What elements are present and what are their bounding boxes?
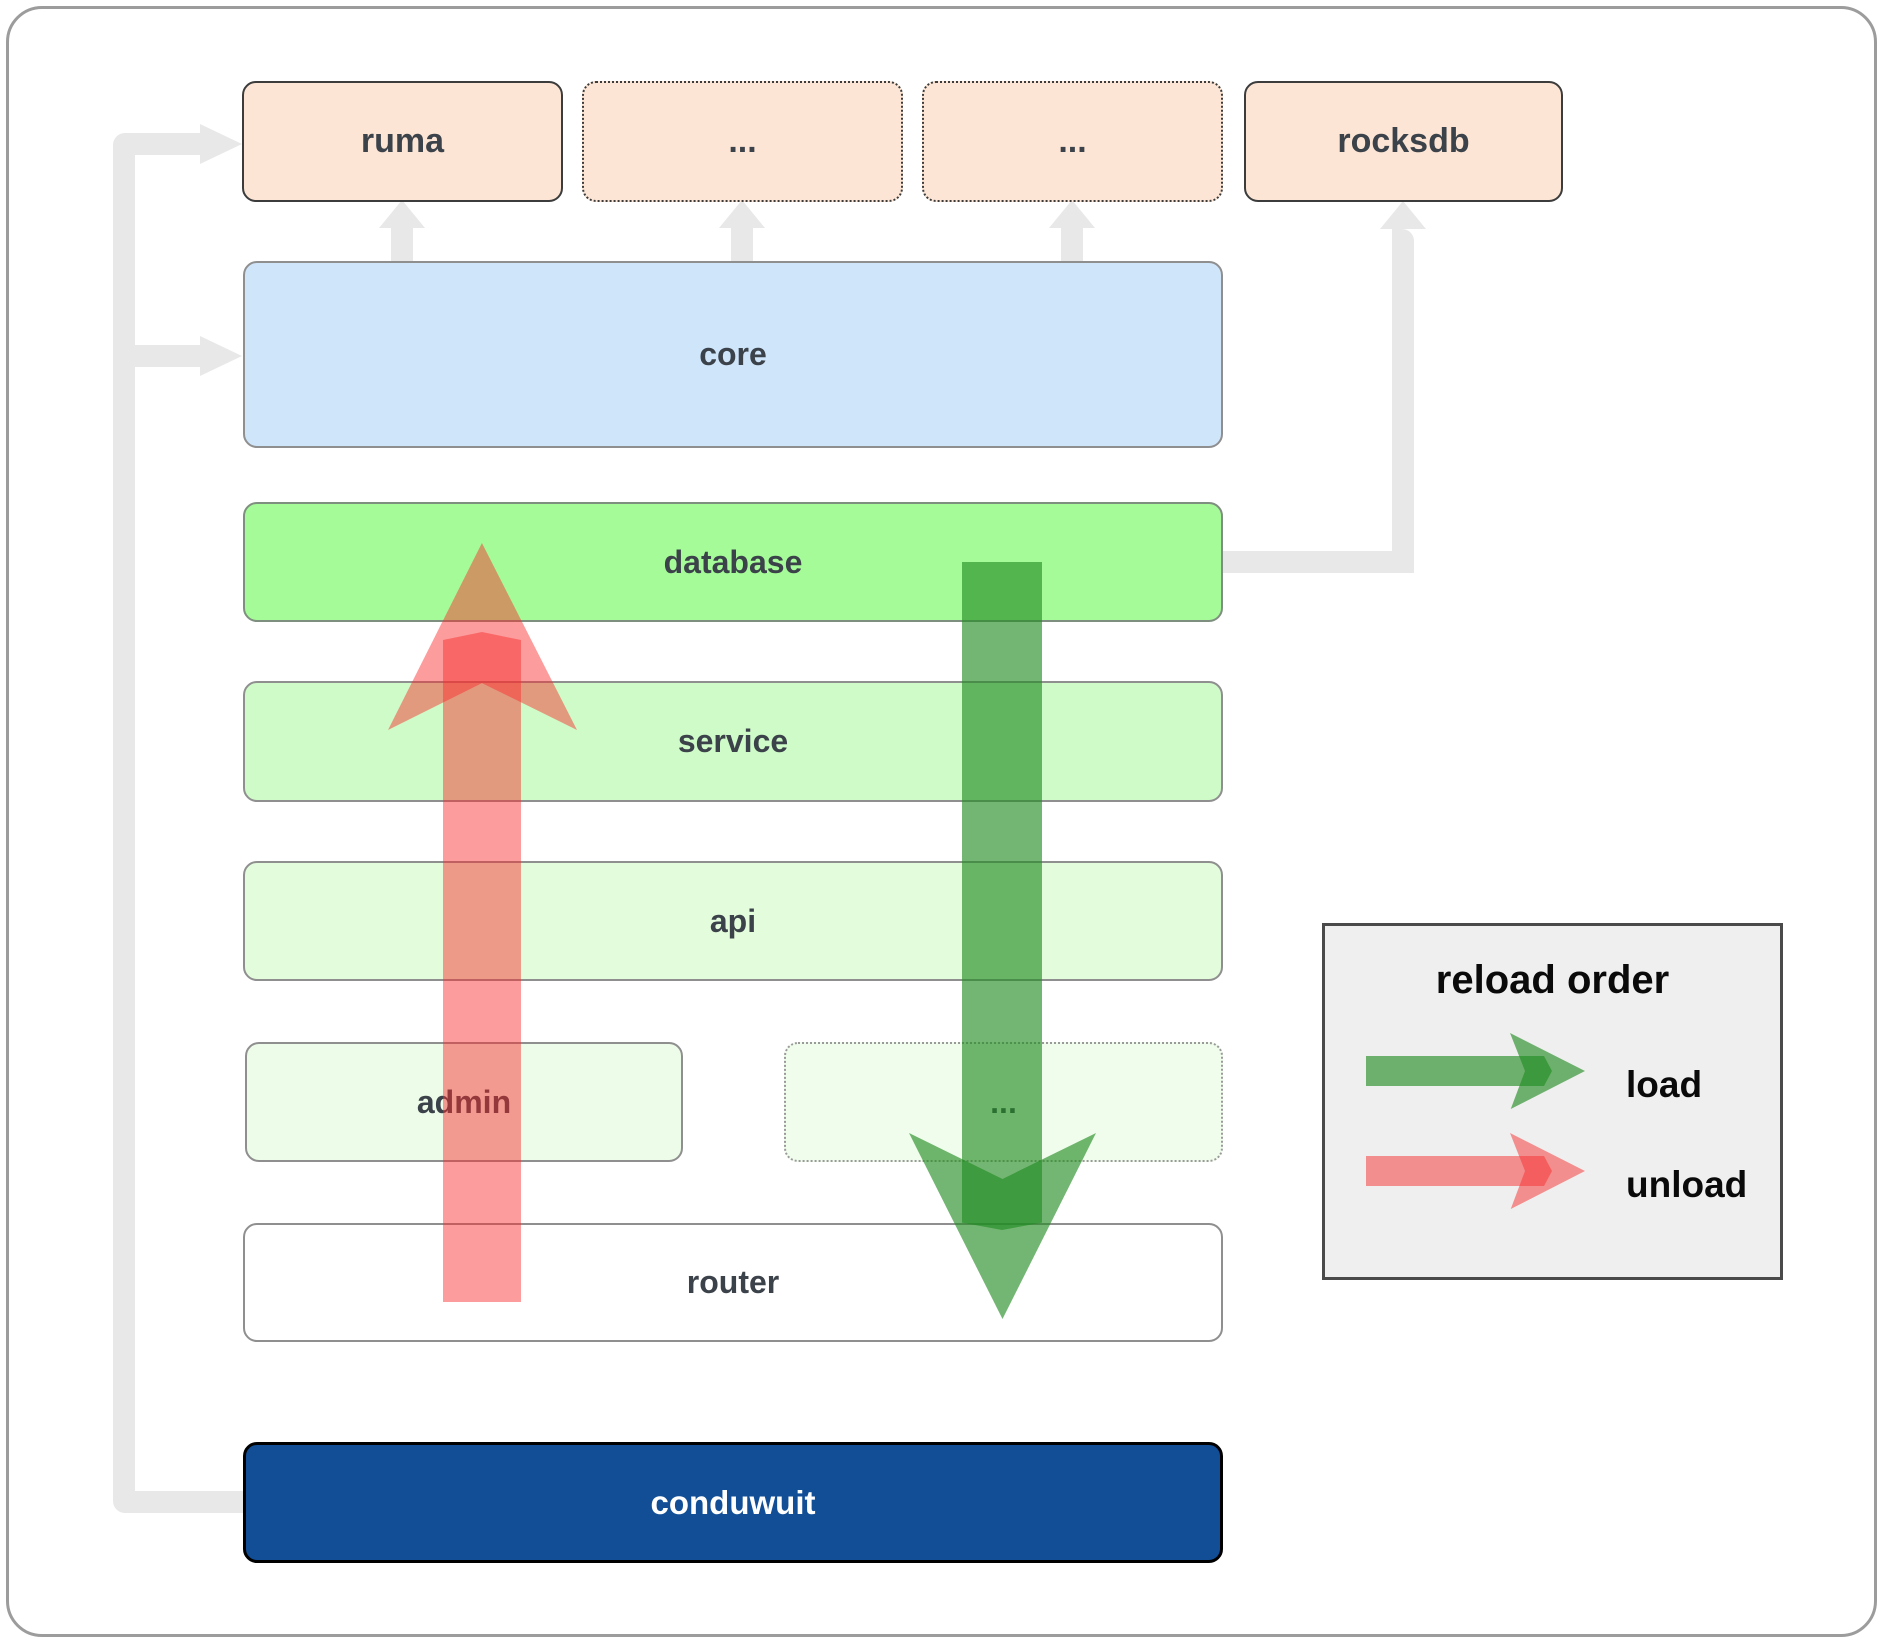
legend-title: reload order (1435, 958, 1670, 1002)
core-to-dots2-arrow-shaft (1061, 227, 1083, 263)
box-dots-top-1: ... (582, 81, 903, 202)
legend-load-arrow-shaft (1366, 1056, 1552, 1086)
legend-unload-label: unload (1626, 1164, 1748, 1205)
unload-arrow-shaft (443, 632, 521, 1302)
box-admin: admin (245, 1042, 683, 1162)
box-service: service (243, 681, 1223, 802)
core-label: core (699, 336, 767, 372)
core-to-ruma-arrow-shaft (391, 227, 413, 263)
admin-label: admin (416, 1083, 512, 1120)
dots-top-2-label: ... (1058, 122, 1087, 160)
legend: reload order load unload (1322, 923, 1783, 1280)
legend-unload-arrow-shaft (1366, 1156, 1552, 1186)
box-api: api (243, 861, 1223, 981)
database-to-rocksdb-vertical-line (1392, 229, 1414, 573)
connector-to-ruma-line (124, 133, 202, 155)
ruma-label: ruma (360, 122, 445, 160)
database-label: database (663, 543, 803, 580)
rocksdb-label: rocksdb (1337, 122, 1470, 160)
outer-frame (6, 6, 1877, 1637)
box-database: database (243, 502, 1223, 622)
api-label: api (709, 902, 757, 939)
legend-load-label: load (1626, 1064, 1703, 1105)
dots-top-1-label: ... (728, 122, 757, 160)
box-core: core (243, 261, 1223, 448)
service-label: service (677, 723, 789, 759)
conduwuit-label: conduwuit (650, 1483, 816, 1521)
connector-conduwuit-vertical-line (113, 133, 135, 1513)
box-conduwuit: conduwuit (243, 1442, 1223, 1563)
box-ruma: ruma (242, 81, 563, 202)
connector-to-core-line (124, 345, 202, 367)
box-rocksdb: rocksdb (1244, 81, 1563, 202)
load-arrow-shaft (962, 562, 1042, 1230)
box-dots-top-2: ... (922, 81, 1223, 202)
core-to-dots1-arrow-shaft (731, 227, 753, 263)
database-to-rocksdb-horizontal-line (1223, 551, 1414, 573)
router-label: router (686, 1264, 780, 1300)
connector-from-conduwuit-line (124, 1491, 243, 1513)
box-router: router (243, 1223, 1223, 1342)
